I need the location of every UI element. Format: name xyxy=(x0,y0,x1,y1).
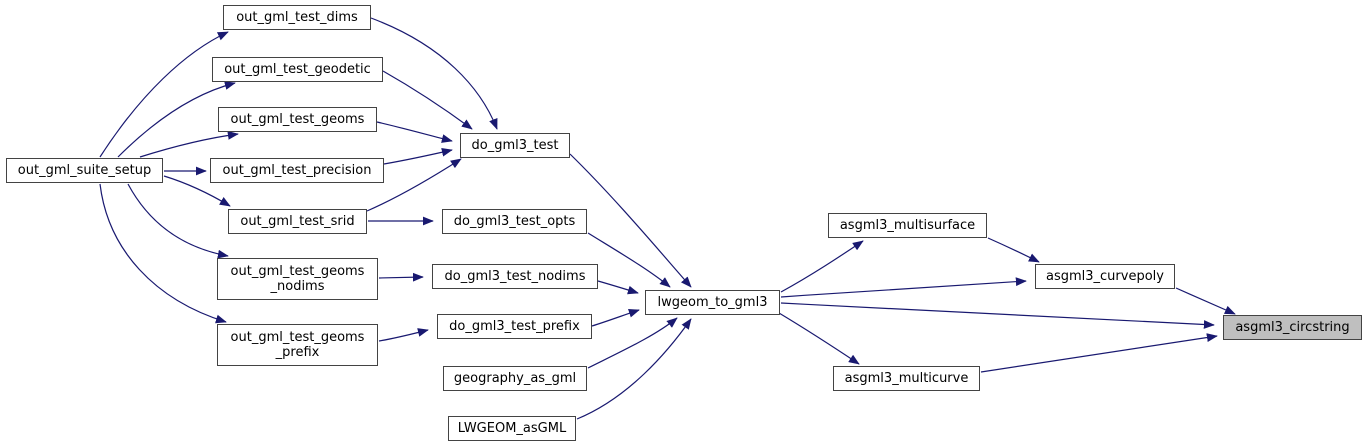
node-label-line2: _prefix xyxy=(275,345,320,360)
node-label: out_gml_test_dims xyxy=(236,10,358,25)
edge-do-gml3-test-opts-to-lwgeom-to-gml3 xyxy=(587,232,671,288)
node-label: asgml3_multisurface xyxy=(839,218,976,233)
node-out-gml-test-geodetic[interactable]: out_gml_test_geodetic xyxy=(212,57,383,82)
edge-lwgeom-asgml-to-lwgeom-to-gml3 xyxy=(576,318,692,420)
edge-test-geodetic-to-do-gml3-test xyxy=(382,70,473,130)
node-label-line1: out_gml_test_geoms xyxy=(230,264,365,279)
node-label-line1: out_gml_test_geoms xyxy=(230,330,365,345)
node-out-gml-test-dims[interactable]: out_gml_test_dims xyxy=(223,5,371,30)
node-out-gml-test-geoms-nodims[interactable]: out_gml_test_geoms _nodims xyxy=(217,258,378,300)
node-out-gml-test-geoms[interactable]: out_gml_test_geoms xyxy=(218,107,377,132)
node-label: LWGEOM_asGML xyxy=(457,421,567,436)
edge-do-gml3-test-to-lwgeom-to-gml3 xyxy=(569,153,692,288)
node-do-gml3-test-opts[interactable]: do_gml3_test_opts xyxy=(442,209,587,234)
node-label: out_gml_test_precision xyxy=(222,163,372,178)
node-geography-as-gml[interactable]: geography_as_gml xyxy=(443,366,587,391)
node-out-gml-test-srid[interactable]: out_gml_test_srid xyxy=(228,209,367,234)
node-do-gml3-test-nodims[interactable]: do_gml3_test_nodims xyxy=(432,264,598,289)
edge-asgml3-curvepoly-to-asgml3-circstring xyxy=(1175,287,1236,315)
node-do-gml3-test-prefix[interactable]: do_gml3_test_prefix xyxy=(437,314,592,339)
node-asgml3-multicurve[interactable]: asgml3_multicurve xyxy=(833,366,980,391)
node-do-gml3-test[interactable]: do_gml3_test xyxy=(460,133,570,158)
edge-test-dims-to-do-gml3-test xyxy=(370,17,498,130)
node-label: out_gml_test_geoms xyxy=(230,112,365,127)
edge-asgml3-multicurve-to-asgml3-circstring xyxy=(980,333,1218,373)
edge-do-gml3-test-nodims-to-lwgeom-to-gml3 xyxy=(597,280,639,295)
edge-suite-setup-to-test-srid xyxy=(163,175,231,207)
edge-test-precision-to-do-gml3-test xyxy=(383,147,453,165)
node-out-gml-test-geoms-prefix[interactable]: out_gml_test_geoms _prefix xyxy=(217,324,378,366)
edge-suite-setup-to-test-geoms xyxy=(139,130,239,158)
node-label: asgml3_circstring xyxy=(1235,320,1350,335)
edge-do-gml3-test-prefix-to-lwgeom-to-gml3 xyxy=(591,309,640,327)
node-label: do_gml3_test_prefix xyxy=(449,319,580,334)
node-out-gml-suite-setup[interactable]: out_gml_suite_setup xyxy=(6,158,163,183)
edge-geography-as-gml-to-lwgeom-to-gml3 xyxy=(587,317,678,369)
edge-geoms-nodims-to-do-gml3-test-nodims xyxy=(378,272,424,282)
edge-lwgeom-to-gml3-to-asgml3-multisurface xyxy=(780,240,864,293)
edge-lwgeom-to-gml3-to-asgml3-circstring xyxy=(780,302,1215,329)
node-label: do_gml3_test xyxy=(471,138,559,153)
node-label: out_gml_test_geodetic xyxy=(224,62,371,77)
node-label: asgml3_curvepoly xyxy=(1046,269,1164,284)
edge-lwgeom-to-gml3-to-asgml3-curvepoly xyxy=(780,277,1027,298)
node-label: out_gml_test_srid xyxy=(240,214,355,229)
node-label: out_gml_suite_setup xyxy=(17,163,152,178)
node-label: do_gml3_test_nodims xyxy=(444,269,586,284)
node-lwgeom-asgml[interactable]: LWGEOM_asGML xyxy=(448,416,576,441)
edge-suite-setup-to-test-geodetic xyxy=(117,81,236,158)
node-asgml3-circstring-current: asgml3_circstring xyxy=(1223,315,1362,340)
node-label: geography_as_gml xyxy=(453,371,577,386)
node-label: lwgeom_to_gml3 xyxy=(657,295,768,310)
edge-test-srid-to-do-gml3-test xyxy=(366,158,462,212)
node-asgml3-multisurface[interactable]: asgml3_multisurface xyxy=(828,213,987,238)
edge-suite-setup-to-geoms-prefix xyxy=(99,183,227,324)
edge-suite-setup-to-geoms-nodims xyxy=(127,183,229,259)
node-lwgeom-to-gml3[interactable]: lwgeom_to_gml3 xyxy=(645,290,780,315)
node-label-line2: _nodims xyxy=(270,279,325,294)
node-asgml3-curvepoly[interactable]: asgml3_curvepoly xyxy=(1035,264,1175,289)
edge-geoms-prefix-to-do-gml3-test-prefix xyxy=(378,328,429,342)
node-out-gml-test-precision[interactable]: out_gml_test_precision xyxy=(210,158,384,183)
node-label: do_gml3_test_opts xyxy=(453,214,576,229)
edge-asgml3-multisurface-to-asgml3-curvepoly xyxy=(987,237,1040,263)
edge-lwgeom-to-gml3-to-asgml3-multicurve xyxy=(778,312,860,365)
edge-test-geoms-to-do-gml3-test xyxy=(376,121,453,143)
edge-suite-setup-to-test-dims xyxy=(99,31,229,158)
node-label: asgml3_multicurve xyxy=(844,371,969,386)
